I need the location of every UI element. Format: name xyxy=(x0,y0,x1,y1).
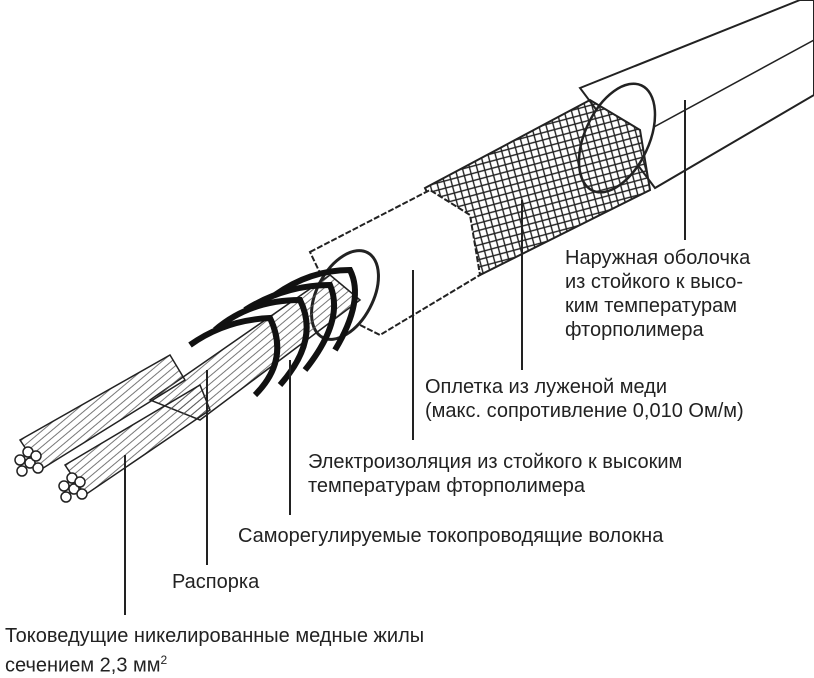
label-text: сечением 2,3 мм xyxy=(5,654,161,677)
label-insulation: Электроизоляция из стойкого к высоким те… xyxy=(308,450,682,498)
label-line: из стойкого к высо- xyxy=(565,271,744,293)
label-line: Саморегулируемые токопроводящие волокна xyxy=(238,525,664,547)
superscript: 2 xyxy=(160,653,168,667)
label-braid: Оплетка из луженой меди (макс. сопротивл… xyxy=(425,375,744,423)
label-line: фторполимера xyxy=(565,319,704,341)
label-line: Распорка xyxy=(172,571,260,593)
label-line: Оплетка из луженой меди xyxy=(425,376,668,398)
label-fibers: Саморегулируемые токопроводящие волокна xyxy=(238,524,663,548)
label-line: Наружная оболочка xyxy=(565,247,751,269)
label-line: ким температурам xyxy=(565,295,737,317)
label-conductors: Токоведущие никелированные медные жилы с… xyxy=(5,624,424,678)
label-spacer: Распорка xyxy=(172,570,259,594)
label-line: (макс. сопротивление 0,010 Ом/м) xyxy=(425,400,744,422)
label-outer-jacket: Наружная оболочка из стойкого к высо- ки… xyxy=(565,246,750,342)
label-line: Электроизоляция из стойкого к высоким xyxy=(308,451,683,473)
label-line: Токоведущие никелированные медные жилы xyxy=(5,625,425,647)
conductors xyxy=(14,353,211,503)
label-line: сечением 2,3 мм2 xyxy=(5,648,424,678)
label-line: температурам фторполимера xyxy=(308,475,585,497)
leader-lines xyxy=(124,100,686,615)
self-regulating-matrix xyxy=(148,266,362,421)
